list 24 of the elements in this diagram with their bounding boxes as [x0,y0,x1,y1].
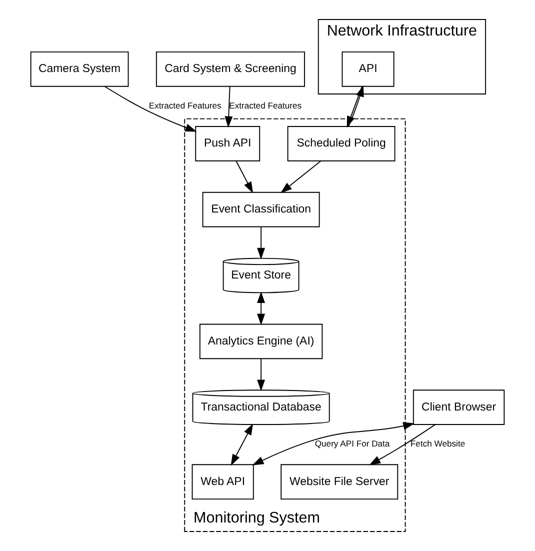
node-box: Event Classification [202,192,320,228]
arrow [252,422,415,466]
node-box: Card System & Screening [156,51,305,87]
node-box: Push API [195,126,260,162]
node-box: Camera System [30,51,129,87]
edge-label: Extracted Features [229,100,302,111]
edge-label: Extracted Features [148,100,222,111]
arrow [369,424,436,466]
node-box: API [342,51,394,87]
arrow [257,291,266,326]
arrow [236,160,254,194]
edge-label: Fetch Website [410,438,466,449]
arrow [230,424,254,466]
arrow [280,160,322,194]
arrow [104,86,197,132]
node-box: Web API [192,464,254,500]
node-box: Scheduled Poling [287,126,396,162]
node-box: Website File Server [280,464,398,500]
edge-label: Query API For Data [314,438,390,449]
node-box: Analytics Engine (AI) [199,324,323,360]
arrow [224,86,233,128]
arrow [257,358,266,392]
node-box: Client Browser [412,390,505,425]
arrow [257,226,266,260]
